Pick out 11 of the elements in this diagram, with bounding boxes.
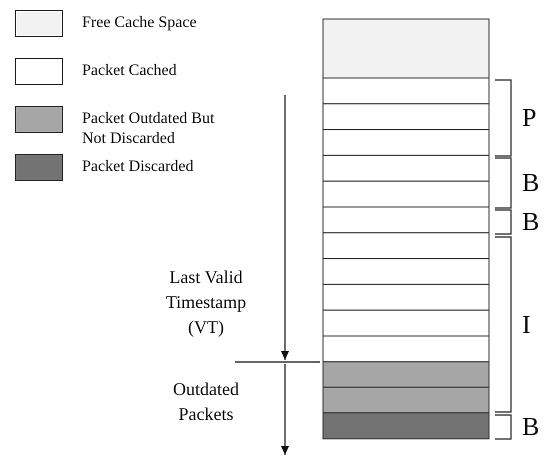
arrow-label: Last Valid Timestamp (VT) <box>164 266 248 339</box>
segment-letter: B <box>522 168 540 198</box>
segment-letter: B <box>522 412 540 442</box>
legend-label: Free Cache Space <box>82 13 198 33</box>
segment-letter: I <box>522 310 531 340</box>
segment-letter: B <box>522 207 540 237</box>
legend-label: Packet Cached <box>82 61 178 81</box>
legend-label: Packet Discarded <box>82 157 195 177</box>
arrow-label: Outdated Packets <box>172 378 240 426</box>
segment-letter: P <box>522 103 536 133</box>
legend-label: Packet Outdated But Not Discarded <box>82 109 216 149</box>
